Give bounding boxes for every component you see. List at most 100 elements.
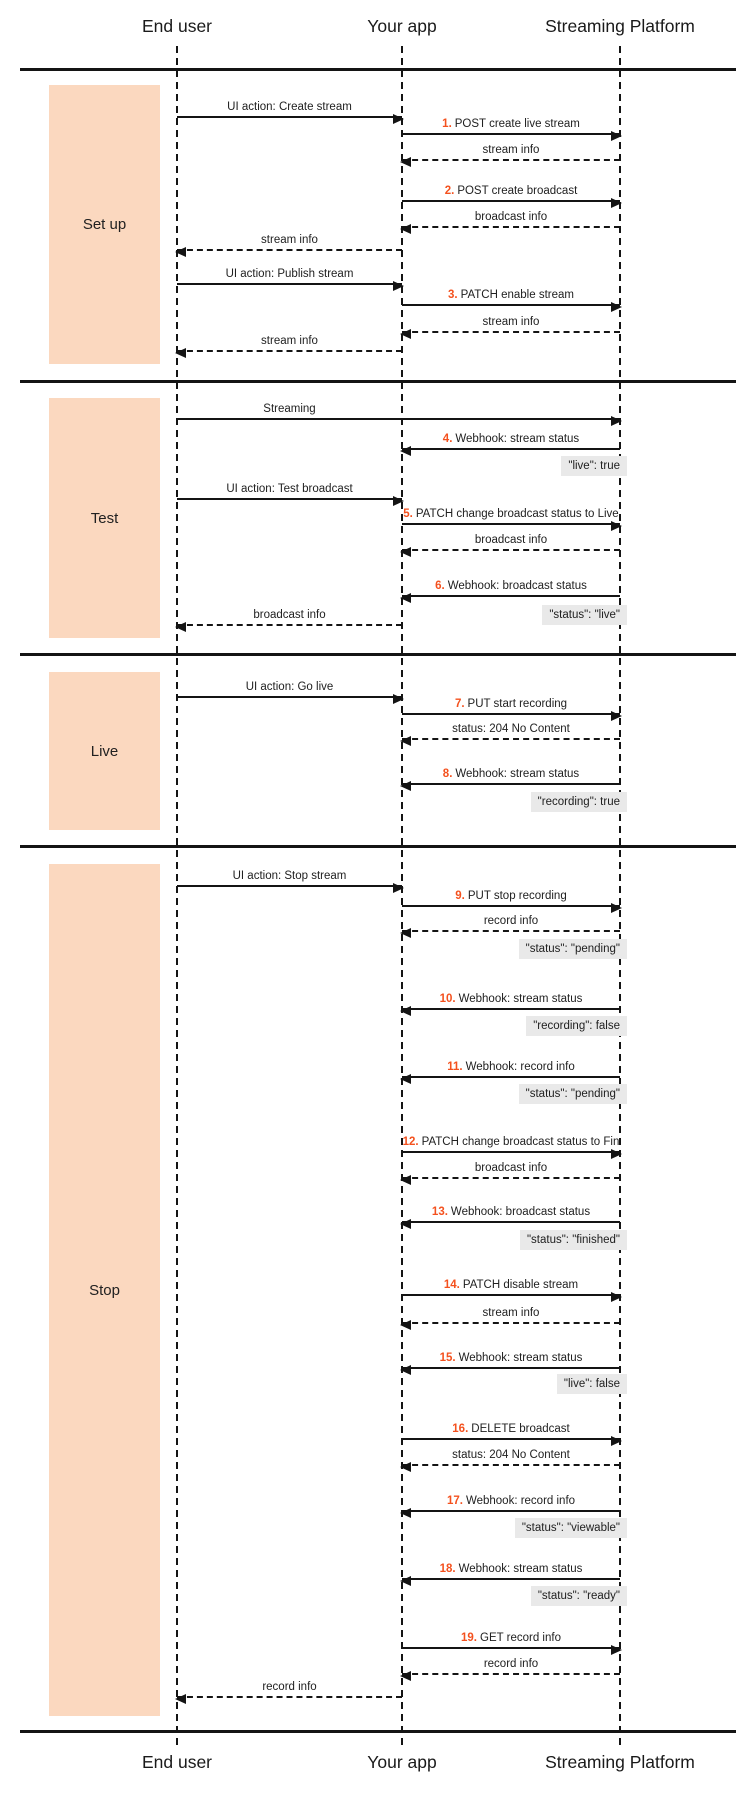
arrow-solid-left [400, 1508, 620, 1518]
message-label: record info [483, 1658, 539, 1670]
arrow-solid-right [402, 1436, 622, 1446]
arrow-solid-left [400, 1074, 620, 1084]
status-badge: "status": "ready" [530, 1586, 627, 1606]
arrow-solid-left [400, 446, 620, 456]
status-badge: "live": false [556, 1374, 627, 1394]
arrow-solid-right [177, 694, 404, 704]
phase-label-live: Live [90, 742, 119, 760]
arrow-dashed-left [175, 348, 402, 358]
message-text: GET record info [480, 1632, 561, 1644]
arrow-solid-left [400, 1006, 620, 1016]
message-label: 3.PATCH enable stream [402, 289, 620, 301]
message-text: Webhook: broadcast status [450, 1206, 591, 1218]
message-label: UI action: Publish stream [225, 268, 354, 280]
message-webhook-stream-status: 15.Webhook: stream status [400, 1343, 620, 1375]
message-patch-broadcast-live: 5.PATCH change broadcast status to Live [402, 499, 622, 531]
arrow-dashed-left [400, 329, 620, 339]
step-number: 4. [442, 433, 453, 445]
arrow-solid-left [400, 593, 620, 603]
step-number: 18. [439, 1563, 456, 1575]
arrow-dashed-left [175, 622, 402, 632]
message-text: Webhook: stream status [455, 433, 580, 445]
step-number: 12. [402, 1136, 419, 1148]
phase-box-test: Test [49, 398, 160, 638]
message-label: stream info [482, 1307, 540, 1319]
message-label: stream info [482, 144, 540, 156]
separator-bottom [20, 1730, 736, 1733]
message-label: 13.Webhook: broadcast status [402, 1206, 620, 1218]
message-label: UI action: Test broadcast [226, 483, 353, 495]
status-badge: "status": "pending" [518, 1084, 627, 1104]
message-text: POST create live stream [454, 118, 580, 130]
phase-box-stop: Stop [49, 864, 160, 1716]
message-stream-info-to-user: stream info [175, 326, 402, 358]
message-text: DELETE broadcast [471, 1423, 570, 1435]
message-ui-go-live: UI action: Go live [177, 672, 404, 704]
message-label: status: 204 No Content [452, 1449, 570, 1461]
arrow-dashed-left [400, 157, 620, 167]
message-patch-broadcast-finished: 12.PATCH change broadcast status to Fin [402, 1127, 622, 1159]
step-number: 1. [442, 118, 452, 130]
arrow-solid-right [402, 131, 622, 141]
message-webhook-broadcast-status: 6.Webhook: broadcast status [400, 571, 620, 603]
step-number: 7. [454, 698, 465, 710]
lifeline-end-user [176, 46, 178, 1748]
message-label: 12.PATCH change broadcast status to Fin [402, 1136, 620, 1148]
message-broadcast-info-return: broadcast info [400, 202, 620, 234]
arrow-dashed-left [400, 1175, 620, 1185]
message-label: broadcast info [474, 1162, 548, 1174]
message-put-start-recording: 7.PUT start recording [402, 689, 622, 721]
step-number: 10. [439, 993, 456, 1005]
message-get-record-info: 19.GET record info [402, 1623, 622, 1655]
message-label: broadcast info [474, 211, 548, 223]
arrow-dashed-left [400, 928, 620, 938]
lifeline-your-app [401, 46, 403, 1748]
arrow-dashed-left [400, 1320, 620, 1330]
arrow-dashed-left [400, 547, 620, 557]
actor-label-platform-bottom: Streaming Platform [545, 1752, 695, 1772]
message-put-stop-recording: 9.PUT stop recording [402, 881, 622, 913]
message-label: stream info [482, 316, 540, 328]
step-number: 16. [452, 1423, 469, 1435]
status-badge: "status": "pending" [518, 939, 627, 959]
message-broadcast-info-return: broadcast info [400, 525, 620, 557]
message-text: POST create broadcast [457, 185, 578, 197]
message-ui-test-broadcast: UI action: Test broadcast [177, 474, 404, 506]
message-label: 1.POST create live stream [402, 118, 620, 130]
separator-test-live [20, 653, 736, 656]
message-record-info-to-user: record info [175, 1672, 402, 1704]
message-ui-publish-stream: UI action: Publish stream [177, 259, 404, 291]
actor-label-your-app-top: Your app [367, 16, 437, 36]
separator-setup-test [20, 380, 736, 383]
step-number: 17. [446, 1495, 463, 1507]
actor-label-end-user-top: End user [141, 16, 213, 36]
message-label: 8.Webhook: stream status [402, 768, 620, 780]
message-webhook-stream-status: 4.Webhook: stream status [400, 424, 620, 456]
message-patch-enable-stream: 3.PATCH enable stream [402, 280, 622, 312]
arrow-solid-right [402, 903, 622, 913]
message-webhook-stream-status: 8.Webhook: stream status [400, 759, 620, 791]
message-label: 10.Webhook: stream status [402, 993, 620, 1005]
message-label: 19.GET record info [402, 1632, 620, 1644]
lifeline-platform [619, 46, 621, 1748]
message-text: Webhook: record info [465, 1061, 575, 1073]
message-ui-stop-stream: UI action: Stop stream [177, 861, 404, 893]
actor-label-platform-top: Streaming Platform [545, 16, 695, 36]
step-number: 14. [443, 1279, 460, 1291]
message-label: 5.PATCH change broadcast status to Live [402, 508, 620, 520]
message-label: 17.Webhook: record info [402, 1495, 620, 1507]
message-stream-info-return: stream info [400, 307, 620, 339]
message-webhook-record-info: 11.Webhook: record info [400, 1052, 620, 1084]
message-label: stream info [261, 335, 318, 347]
message-delete-broadcast: 16.DELETE broadcast [402, 1414, 622, 1446]
arrow-solid-right [402, 1645, 622, 1655]
arrow-solid-right [177, 416, 622, 426]
arrow-dashed-left [400, 224, 620, 234]
message-label: broadcast info [253, 609, 326, 621]
phase-box-setup: Set up [49, 85, 160, 364]
message-label: 4.Webhook: stream status [402, 433, 620, 445]
message-label: UI action: Go live [245, 681, 334, 693]
message-post-create-live-stream: 1.POST create live stream [402, 109, 622, 141]
step-number: 3. [448, 289, 458, 301]
step-number: 15. [439, 1352, 456, 1364]
